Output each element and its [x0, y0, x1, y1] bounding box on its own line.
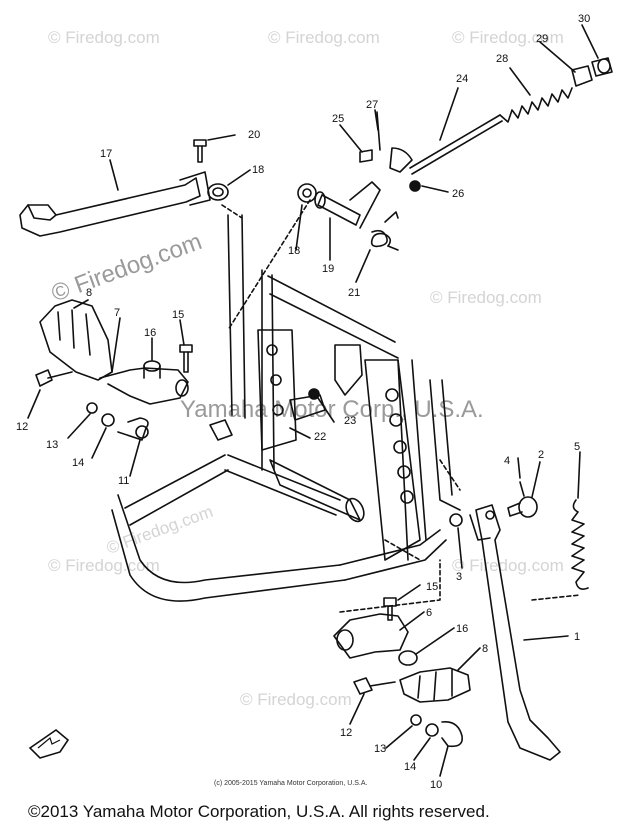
callout-number: 30 [578, 13, 590, 25]
callout-number: 15 [172, 309, 184, 321]
callout-number: 1 [574, 631, 580, 643]
copyright-credit: (c) 2005-2015 Yamaha Motor Corporation, … [214, 780, 368, 787]
callout-number: 16 [144, 327, 156, 339]
frame-tube [441, 379, 453, 496]
frame-bottom-rail [117, 494, 341, 584]
callout-number: 21 [348, 287, 360, 299]
callout-number: 13 [46, 439, 58, 451]
callout-number: 7 [114, 307, 120, 319]
callout-number: 17 [100, 148, 112, 160]
callout-number: 5 [574, 441, 580, 453]
watermark: © Firedog.com [452, 556, 564, 575]
frame-bottom-rail [344, 539, 447, 581]
callout-number: 28 [496, 53, 508, 65]
frame-rail [267, 275, 396, 343]
callout-number: 12 [16, 421, 28, 433]
frame-tube [397, 359, 409, 561]
frame-tube [429, 379, 461, 511]
callout-number: 19 [322, 263, 334, 275]
callout-number: 27 [366, 99, 378, 111]
callout-number: 6 [426, 607, 432, 619]
frame-rail [269, 293, 399, 359]
fwd-arrow-icon [28, 728, 70, 759]
brake-pedal [19, 177, 201, 237]
watermark: © Firedog.com [48, 28, 160, 47]
callout-number: 22 [314, 431, 326, 443]
side-stand [475, 504, 561, 761]
frame-tube [227, 214, 233, 416]
watermark: © Firedog.com [268, 28, 380, 47]
callout-number: 24 [456, 73, 468, 85]
frame-gusset [257, 329, 297, 451]
callout-number: 14 [72, 457, 84, 469]
callout-number: 16 [456, 623, 468, 635]
frame-tube [271, 274, 275, 471]
callout-number: 18 [288, 245, 300, 257]
callout-number: 15 [426, 581, 438, 593]
frame-tube [411, 359, 427, 541]
callout-number: 11 [118, 475, 129, 487]
callout-number: 12 [340, 727, 352, 739]
callout-number: 20 [248, 129, 260, 141]
frame-bottom-rail [339, 529, 441, 566]
callout-number: 26 [452, 188, 464, 200]
watermark: © Firedog.com [452, 28, 564, 47]
watermark: © Firedog.com [48, 556, 160, 575]
callout-number: 8 [86, 287, 92, 299]
frame-tube [129, 469, 229, 526]
frame-tube [241, 214, 246, 419]
frame-tube [224, 469, 337, 516]
frame-bottom-rail [111, 509, 346, 602]
callout-number: 4 [504, 455, 510, 467]
callout-number: 25 [332, 113, 344, 125]
callout-labels: 30 29 28 24 27 25 26 20 17 18 18 19 21 8… [16, 13, 590, 791]
copyright-footer: ©2013 Yamaha Motor Corporation, U.S.A. A… [28, 802, 490, 821]
frame-tube [227, 454, 341, 501]
callout-number: 10 [430, 779, 442, 791]
callout-number: 29 [536, 33, 548, 45]
frame-gusset [364, 359, 421, 561]
watermark: © Firedog.com [430, 288, 542, 307]
watermark: © Firedog.com [240, 690, 352, 709]
callout-number: 8 [482, 643, 488, 655]
pivot-tube [269, 459, 361, 521]
frame-tube [124, 454, 226, 509]
callout-number: 14 [404, 761, 416, 773]
callout-number: 23 [344, 415, 356, 427]
callout-number: 3 [456, 571, 462, 583]
left-footrest [39, 299, 113, 381]
callout-number: 2 [538, 449, 544, 461]
callout-number: 13 [374, 743, 386, 755]
callout-number: 18 [252, 164, 264, 176]
